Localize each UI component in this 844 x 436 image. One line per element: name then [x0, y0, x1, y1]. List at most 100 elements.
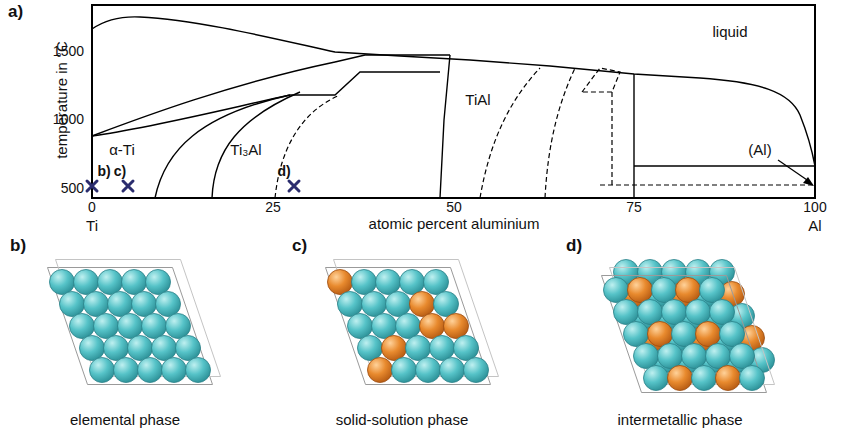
diagram-label: elemental phase: [70, 412, 180, 429]
ti-atom: [118, 314, 143, 339]
ti-atom: [624, 322, 649, 347]
diagram-label: Ti: [86, 218, 98, 235]
ti-atom: [128, 336, 153, 361]
ti-atom: [720, 322, 745, 347]
ti-atom: [454, 336, 479, 361]
ti-atom: [122, 270, 147, 295]
ti-atom: [142, 314, 167, 339]
ti-atom: [156, 292, 181, 317]
ti-atom: [638, 300, 663, 325]
diagram-label: Al: [808, 218, 821, 235]
ti-atom: [740, 366, 765, 391]
ti-atom: [338, 292, 363, 317]
ti-atom: [392, 358, 417, 383]
diagram-label: 75: [626, 200, 642, 215]
ti-atom: [652, 278, 677, 303]
diagram-label: atomic percent aluminium: [369, 216, 540, 233]
diagram-label: Ti₃Al: [230, 142, 261, 159]
ti-atom: [176, 336, 201, 361]
ti-atom: [464, 358, 489, 383]
ti-atom: [146, 270, 171, 295]
diagram-label: 25: [265, 200, 281, 215]
ti-atom: [348, 314, 373, 339]
ti-atom: [362, 292, 387, 317]
al-atom: [648, 322, 673, 347]
composition-marks: [87, 181, 299, 191]
al-atom: [410, 292, 435, 317]
plot-frame: [92, 5, 815, 198]
ti-atom: [74, 270, 99, 295]
ti-atom: [132, 292, 157, 317]
ti-atom: [424, 270, 449, 295]
ti-atom: [692, 366, 717, 391]
cell-outline: [326, 268, 491, 385]
ti-atom: [186, 358, 211, 383]
diagram-label: α-Ti: [109, 142, 135, 159]
ti-atom: [94, 314, 119, 339]
al-atom: [668, 366, 693, 391]
ti-atom: [658, 344, 683, 369]
ti-atom: [372, 314, 397, 339]
al-atom: [328, 270, 353, 295]
ti-atom: [386, 292, 411, 317]
diagram-label: (Al): [748, 142, 771, 159]
al-atom: [368, 358, 393, 383]
al-atom: [420, 314, 445, 339]
diagram-label: 1000: [53, 112, 84, 127]
ti-atom: [700, 278, 725, 303]
diagram-label: TiAl: [465, 92, 490, 109]
al-atom: [444, 314, 469, 339]
ti-atom: [60, 292, 85, 317]
cell-outline: [48, 268, 213, 385]
al-atom: [676, 278, 701, 303]
ti-atom: [682, 344, 707, 369]
ti-atom: [152, 336, 177, 361]
al-atom: [382, 336, 407, 361]
ti-atom: [114, 358, 139, 383]
al-atom: [696, 322, 721, 347]
ti-atom: [166, 314, 191, 339]
diagram-label: intermetallic phase: [617, 412, 742, 429]
ti-atom: [672, 322, 697, 347]
diagram-label: 0: [88, 200, 96, 215]
diagram-label: 100: [803, 200, 826, 215]
point-label: b): [97, 164, 110, 179]
dashed-boundaries: [275, 68, 815, 198]
diagram-label: 500: [61, 181, 84, 196]
ti-atom: [162, 358, 187, 383]
ti-atom: [104, 336, 129, 361]
ti-atom: [396, 314, 421, 339]
ti-atom: [70, 314, 95, 339]
al-atom: [716, 366, 741, 391]
diagram-label: liquid: [712, 24, 747, 41]
ti-atom: [604, 278, 629, 303]
ti-atom: [358, 336, 383, 361]
diagram-label: 50: [446, 200, 462, 215]
ti-atom: [352, 270, 377, 295]
ti-atom: [80, 336, 105, 361]
ti-atom: [634, 344, 659, 369]
point-label: d): [277, 164, 290, 179]
ti-atom: [662, 300, 687, 325]
ti-atom: [614, 300, 639, 325]
ti-atom: [434, 292, 459, 317]
ti-atom: [730, 344, 755, 369]
ti-atom: [84, 292, 109, 317]
al-atom: [628, 278, 653, 303]
diagram-label: c): [292, 237, 307, 256]
diagram-label: b): [10, 237, 26, 256]
ti-atom: [400, 270, 425, 295]
point-label: c): [114, 164, 126, 179]
ti-atom: [108, 292, 133, 317]
atom-models: [48, 260, 775, 393]
leader-arrowhead: [803, 177, 814, 186]
ti-atom: [416, 358, 441, 383]
cell-outline: [602, 276, 767, 393]
ti-atom: [50, 270, 75, 295]
ti-atom: [686, 300, 711, 325]
ti-atom: [90, 358, 115, 383]
ti-atom: [98, 270, 123, 295]
ti-atom: [706, 344, 731, 369]
diagram-label: d): [566, 237, 582, 256]
phase-boundaries: [92, 17, 815, 198]
